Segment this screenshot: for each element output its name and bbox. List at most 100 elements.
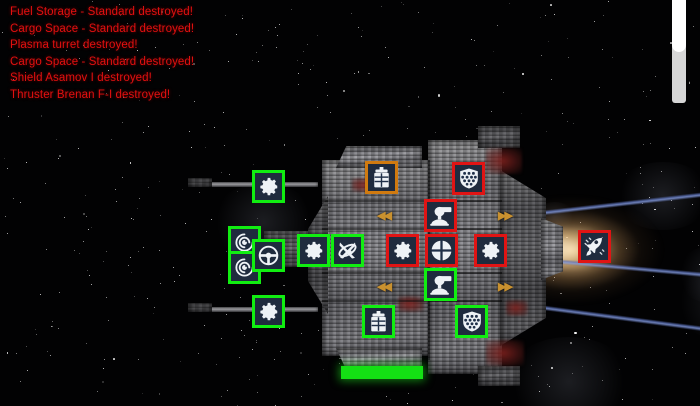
star [58, 154, 61, 157]
star [197, 42, 199, 44]
ship-module-shield[interactable] [452, 162, 485, 195]
ship-module-gear[interactable] [297, 234, 330, 267]
star [490, 110, 492, 112]
star [544, 14, 547, 17]
star [255, 340, 257, 342]
log-message: Cargo Space - Standard destroyed! [10, 22, 195, 35]
gear-icon [392, 240, 414, 262]
star [257, 61, 259, 63]
ship-module-gear[interactable] [386, 234, 419, 267]
ship-module-thruster[interactable] [578, 230, 611, 263]
star [501, 401, 503, 404]
star [623, 119, 625, 121]
star [537, 376, 539, 378]
star [86, 216, 88, 218]
star [673, 208, 675, 210]
star [474, 40, 476, 42]
star [45, 248, 47, 250]
star [314, 384, 316, 386]
shield-icon [458, 167, 480, 190]
star [279, 351, 281, 353]
star [642, 48, 643, 50]
star [408, 105, 410, 107]
star [240, 330, 242, 332]
star [598, 86, 600, 88]
star [39, 294, 41, 296]
star [121, 177, 123, 179]
ship-module-warp[interactable] [331, 234, 364, 267]
star [602, 48, 604, 50]
star [33, 35, 35, 37]
star [142, 132, 144, 134]
star [418, 12, 420, 14]
star [502, 92, 504, 94]
star [317, 35, 319, 37]
star [339, 357, 341, 360]
ship-module-crosshair[interactable] [425, 234, 458, 267]
ship-module-canister[interactable] [365, 161, 398, 194]
vertical-scrollbar-thumb[interactable] [672, 0, 686, 52]
star [130, 217, 133, 220]
star [601, 380, 603, 382]
ship-module-helm[interactable] [252, 239, 285, 272]
ship-module-canister[interactable] [362, 305, 395, 338]
star [119, 3, 121, 5]
star [85, 343, 87, 345]
star [219, 274, 221, 276]
engine-exhaust-plume [540, 195, 700, 305]
canister-icon [368, 310, 389, 333]
star [204, 324, 206, 326]
ship-module-gear[interactable] [474, 234, 507, 267]
star [36, 333, 38, 335]
star [612, 57, 614, 59]
star [225, 250, 227, 252]
star [357, 71, 360, 73]
star [322, 368, 324, 370]
star [650, 89, 652, 91]
star [131, 272, 133, 274]
star [652, 276, 654, 278]
star [423, 66, 425, 68]
star [651, 399, 653, 401]
star [55, 138, 58, 141]
star [188, 131, 190, 133]
star [91, 0, 93, 2]
star [408, 393, 410, 395]
star [407, 128, 409, 130]
star [514, 67, 516, 69]
star [567, 38, 569, 40]
star [133, 218, 135, 220]
star [34, 328, 36, 330]
star [142, 392, 144, 394]
star [545, 130, 547, 132]
star [268, 140, 270, 142]
ship-module-gear[interactable] [252, 295, 285, 328]
star [138, 251, 140, 253]
star [6, 352, 9, 354]
vertical-scrollbar[interactable] [672, 0, 686, 103]
star [242, 18, 244, 20]
star [521, 73, 524, 76]
star [660, 171, 662, 173]
star [567, 120, 569, 122]
star [670, 199, 672, 201]
star [82, 213, 85, 216]
ship-module-shield[interactable] [455, 305, 488, 338]
star [625, 173, 627, 175]
star [213, 127, 215, 129]
ship-module-gear[interactable] [252, 170, 285, 203]
star [130, 257, 132, 259]
star [181, 189, 183, 191]
star [172, 266, 174, 268]
star [229, 173, 231, 175]
star [227, 60, 230, 63]
star [671, 346, 673, 348]
hull-strut-lower-tip [188, 303, 212, 312]
star [225, 14, 227, 16]
ship-module-turret[interactable] [424, 268, 457, 301]
star [617, 131, 619, 133]
star [223, 287, 226, 290]
star [226, 389, 228, 391]
ship-module-turret[interactable] [424, 199, 457, 232]
star [571, 373, 573, 375]
